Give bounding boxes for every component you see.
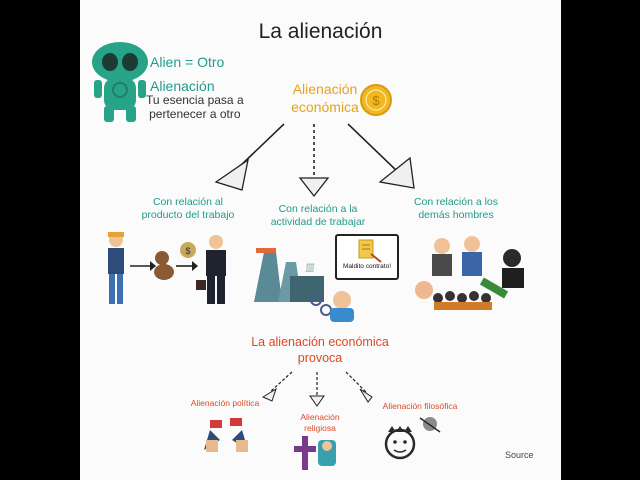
alien-icon [92,42,148,122]
religion-icon [294,436,336,470]
category-product-line1: Con relación al [152,196,224,208]
economic-line2: económica [291,99,359,115]
category-product: Con relación al producto del trabajo [128,196,248,222]
category-men-line1: Con relación a los [413,196,499,208]
economic-line1: Alienación [292,81,358,97]
factory-icon: ʃʃʃʃ [254,248,354,322]
alien-definition-line2: pertenecer a otro [149,107,241,121]
speech-bubble: Maldito contrato! [335,234,399,280]
consequence-religiosa-line1: Alienación [300,412,340,422]
category-men-line2: demás hombres [418,209,494,221]
men-scene [415,236,524,310]
category-activity-line2: actividad de trabajar [270,216,366,228]
alien-definition: Tu esencia pasa a pertenecer a otro [146,93,244,121]
consequence-filosofica: Alienación filosófica [382,401,458,411]
worker-scene: $ [108,232,226,304]
speech-bubble-text: Maldito contrato! [342,263,392,270]
provoca-line2: provoca [297,351,343,365]
arrows-bottom [269,371,367,396]
alien-word: Alienación [150,78,215,94]
consequence-religiosa-line2: religiosa [304,423,336,433]
provoca-line1: La alienación económica [251,335,389,349]
alien-definition-line1: Tu esencia pasa a [146,93,244,107]
coin-icon: $ [360,84,392,116]
category-men: Con relación a los demás hombres [396,196,516,222]
consequence-religiosa: Alienación religiosa [290,412,350,434]
category-activity-line1: Con relación a la [278,203,358,215]
arrow-heads-bottom [261,387,373,407]
svg-text:ʃʃʃʃ: ʃʃʃʃ [305,262,315,272]
arrows-top [237,123,399,180]
arrow-heads-top [214,156,415,198]
provoca-heading: La alienación económica provoca [235,334,405,366]
slide-title: La alienación [258,20,383,43]
consequence-politica: Alienación política [190,398,260,408]
contract-icon [358,239,382,263]
economic-alienation: Alienación económica [270,80,380,116]
source-link[interactable]: Source [505,450,534,460]
svg-text:$: $ [372,93,380,108]
politics-icon [204,418,248,452]
philosophy-icon [384,417,441,460]
alien-equation: Alien = Otro [150,54,225,70]
category-product-line2: producto del trabajo [141,209,235,221]
slide: La alienación $ [80,0,561,480]
svg-text:$: $ [185,246,190,256]
diagram-illustrations: $ $ [92,42,524,470]
category-activity: Con relación a la actividad de trabajar [258,203,378,229]
